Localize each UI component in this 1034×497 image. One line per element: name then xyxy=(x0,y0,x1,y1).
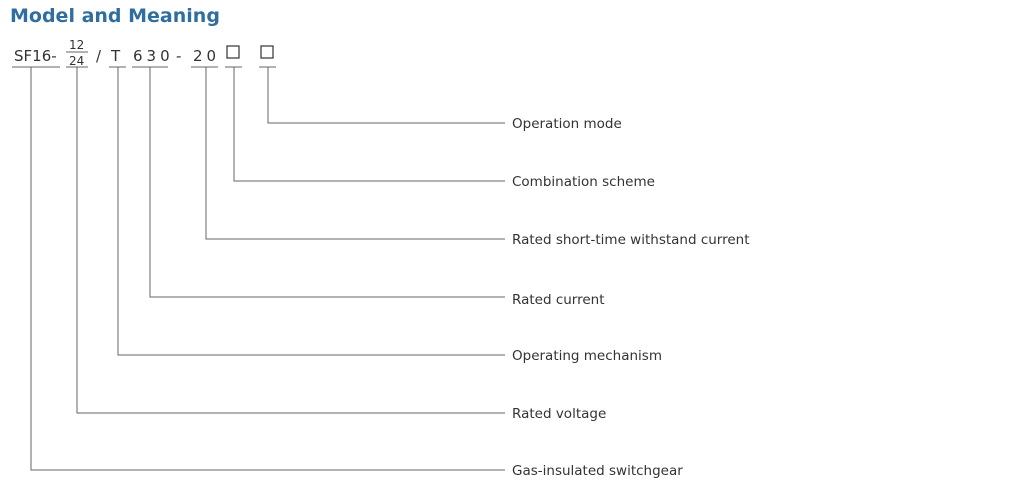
code-withstand: 20 xyxy=(193,47,220,65)
label-operation-mode: Operation mode xyxy=(512,116,622,132)
leader-withstand-current xyxy=(205,67,505,240)
placeholder-box-combination xyxy=(226,45,240,59)
page-title: Model and Meaning xyxy=(10,5,220,27)
code-dash: - xyxy=(176,47,181,65)
label-withstand-current: Rated short-time withstand current xyxy=(512,232,750,248)
leader-lines xyxy=(30,67,505,471)
leader-rated-voltage xyxy=(76,67,505,414)
label-rated-current: Rated current xyxy=(512,292,605,308)
leader-combination-scheme xyxy=(233,67,505,182)
leader-switchgear xyxy=(30,67,505,471)
label-rated-voltage: Rated voltage xyxy=(512,406,606,422)
model-code: SF16- 12 24 / T 630 - 20 xyxy=(14,38,274,68)
leader-operating-mechanism xyxy=(117,67,505,356)
code-prefix: SF16- xyxy=(14,47,57,65)
placeholder-box-operation xyxy=(260,45,274,59)
label-switchgear: Gas-insulated switchgear xyxy=(512,463,683,479)
leader-rated-current xyxy=(149,67,505,298)
code-voltage-top: 12 xyxy=(69,38,84,52)
leader-operation-mode xyxy=(267,67,505,124)
code-voltage-bottom: 24 xyxy=(69,54,84,68)
code-slash: / xyxy=(96,47,102,65)
label-operating-mechanism: Operating mechanism xyxy=(512,348,662,364)
label-combination-scheme: Combination scheme xyxy=(512,174,655,190)
meaning-labels: Operation mode Combination scheme Rated … xyxy=(512,116,750,479)
code-current: 630 xyxy=(133,47,174,65)
code-mechanism: T xyxy=(110,47,121,65)
